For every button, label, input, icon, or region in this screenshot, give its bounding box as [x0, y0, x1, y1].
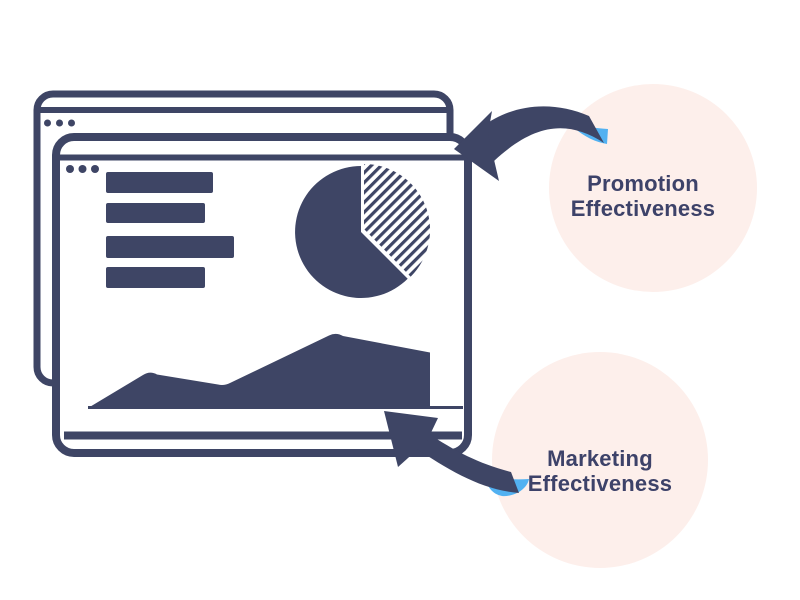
back-window-control-dots	[44, 119, 75, 127]
marketing-label-line2: Effectiveness	[527, 471, 673, 496]
front-window-control-dots	[66, 165, 99, 173]
promotion-badge-label: Promotion Effectiveness	[571, 171, 715, 221]
text-placeholder-bar	[106, 172, 213, 193]
text-placeholder-bars	[106, 172, 234, 288]
promotion-label-line1: Promotion	[587, 171, 699, 196]
promotion-label-line2: Effectiveness	[570, 196, 716, 221]
pie-chart	[295, 163, 431, 298]
pie-solid-slice	[295, 166, 408, 298]
window-control-dot	[66, 165, 74, 173]
marketing-badge-label: Marketing Effectiveness	[528, 446, 672, 496]
window-control-dot	[78, 165, 87, 173]
promotion-badge: Promotion Effectiveness	[549, 84, 757, 292]
pie-hatched-slice	[364, 163, 431, 277]
marketing-label-line1: Marketing	[547, 446, 653, 471]
front-browser-window	[52, 133, 472, 457]
window-control-dot	[56, 119, 63, 127]
window-control-dot	[91, 165, 99, 173]
area-chart	[88, 333, 463, 409]
text-placeholder-bar	[106, 236, 234, 258]
text-placeholder-bar	[106, 267, 205, 288]
window-control-dot	[68, 119, 75, 127]
marketing-badge: Marketing Effectiveness	[492, 352, 708, 568]
window-control-dot	[44, 119, 51, 127]
text-placeholder-bar	[106, 203, 205, 223]
area-chart-fill	[88, 333, 430, 408]
area-chart-baseline	[88, 406, 463, 409]
